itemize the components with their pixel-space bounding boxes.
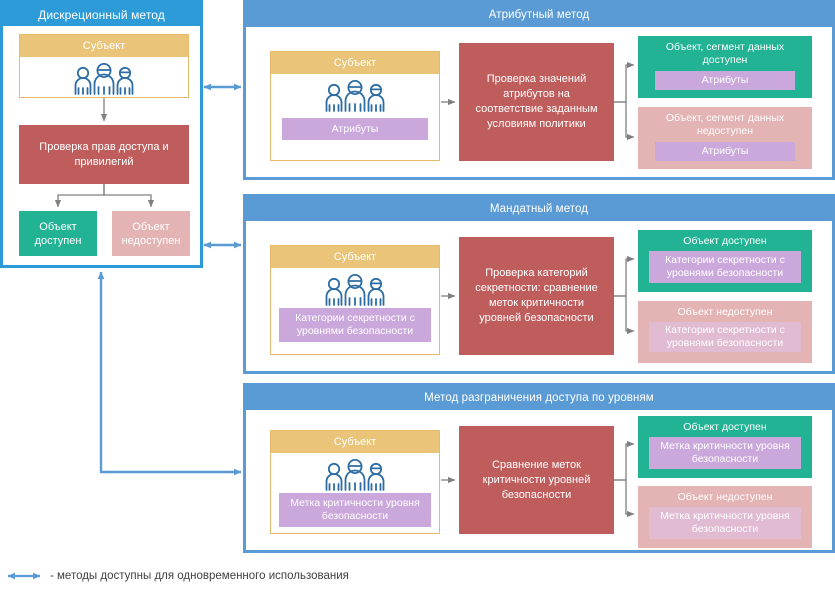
outcome-denied-title: Объект, сегмент данных недоступен xyxy=(665,112,785,137)
outcome-denied-title: Объект недоступен xyxy=(677,306,773,318)
subject-card-attribute[interactable]: Субъект Атрибуты xyxy=(270,51,440,161)
panel-levels-title: Метод разграничения доступа по уровням xyxy=(246,386,832,410)
panel-attribute-flow-arrows xyxy=(441,61,635,141)
outcome-denied-mandatory[interactable]: Объект недоступен Категории секретности … xyxy=(638,301,812,363)
subject-card-discretionary[interactable]: Субъект xyxy=(19,34,189,98)
subject-card-body: Метка критичности уровня безопасности xyxy=(271,453,439,533)
double-arrow-icon xyxy=(4,570,44,582)
panel-attribute-title: Атрибутный метод xyxy=(246,3,832,27)
process-box-levels[interactable]: Сравнение меток критичности уровней безо… xyxy=(459,426,614,534)
outcome-allowed-discretionary[interactable]: Объект доступен xyxy=(19,211,97,256)
subject-card-body xyxy=(20,57,188,97)
subject-card-title: Субъект xyxy=(271,246,439,268)
subject-card-body: Категории секретности с уровнями безопас… xyxy=(271,268,439,354)
panel-discretionary[interactable]: Дискреционный метод Субъект xyxy=(0,0,203,268)
outcome-allowed-title: Объект доступен xyxy=(683,421,767,433)
people-group-icon xyxy=(318,80,392,114)
process-box-mandatory[interactable]: Проверка категорий секретности: сравнени… xyxy=(459,237,614,355)
legend: - методы доступны для одновременного исп… xyxy=(4,570,349,582)
process-box-discretionary[interactable]: Проверка прав доступа и привилегий xyxy=(19,125,189,184)
outcome-allowed-mandatory[interactable]: Объект доступен Категории секретности с … xyxy=(638,230,812,292)
outcome-denied-title: Объект недоступен xyxy=(677,491,773,503)
panel-levels-flow-arrows xyxy=(441,440,635,518)
panel-mandatory-flow-arrows xyxy=(441,255,635,335)
outcome-denied-discretionary[interactable]: Объект недоступен xyxy=(112,211,190,256)
subject-card-mandatory[interactable]: Субъект Категории секретности xyxy=(270,245,440,355)
outcome-denied-chip[interactable]: Категории секретности с уровнями безопас… xyxy=(649,322,801,352)
people-group-icon xyxy=(318,459,392,493)
outcome-allowed-attribute[interactable]: Объект, сегмент данных доступен Атрибуты xyxy=(638,36,812,98)
outcome-allowed-chip[interactable]: Атрибуты xyxy=(655,71,795,90)
outcome-allowed-chip[interactable]: Категории секретности с уровнями безопас… xyxy=(649,251,801,283)
subject-chip-levels[interactable]: Метка критичности уровня безопасности xyxy=(279,493,431,527)
left-panel-flow-arrows xyxy=(54,98,155,208)
people-group-icon xyxy=(67,63,141,97)
outcome-allowed-title: Объект, сегмент данных доступен xyxy=(665,41,785,66)
outcome-allowed-chip[interactable]: Метка критичности уровня безопасности xyxy=(649,437,801,469)
subject-card-levels[interactable]: Субъект Метка критичности уро xyxy=(270,430,440,534)
connector-left-to-panel3 xyxy=(97,271,242,476)
people-group-icon xyxy=(318,274,392,308)
subject-card-body: Атрибуты xyxy=(271,74,439,160)
outcome-denied-chip[interactable]: Атрибуты xyxy=(655,142,795,161)
outcome-denied-chip[interactable]: Метка критичности уровня безопасности xyxy=(649,507,801,539)
panel-mandatory-title: Мандатный метод xyxy=(246,197,832,221)
subject-chip-mandatory[interactable]: Категории секретности с уровнями безопас… xyxy=(279,308,431,342)
outcome-denied-attribute[interactable]: Объект, сегмент данных недоступен Атрибу… xyxy=(638,107,812,169)
legend-text: - методы доступны для одновременного исп… xyxy=(50,570,349,582)
subject-chip-attribute[interactable]: Атрибуты xyxy=(282,118,428,140)
process-box-attribute[interactable]: Проверка значений атрибутов на соответст… xyxy=(459,43,614,161)
subject-card-title: Субъект xyxy=(20,35,188,57)
panel-mandatory[interactable]: Мандатный метод Субъект xyxy=(243,194,835,374)
subject-card-title: Субъект xyxy=(271,431,439,453)
outcome-allowed-levels[interactable]: Объект доступен Метка критичности уровня… xyxy=(638,416,812,478)
outcome-denied-levels[interactable]: Объект недоступен Метка критичности уров… xyxy=(638,486,812,548)
subject-card-title: Субъект xyxy=(271,52,439,74)
outcome-allowed-title: Объект доступен xyxy=(683,235,767,247)
panel-attribute[interactable]: Атрибутный метод Субъект xyxy=(243,0,835,180)
panel-levels[interactable]: Метод разграничения доступа по уровням С… xyxy=(243,383,835,553)
panel-discretionary-title: Дискреционный метод xyxy=(3,3,200,26)
